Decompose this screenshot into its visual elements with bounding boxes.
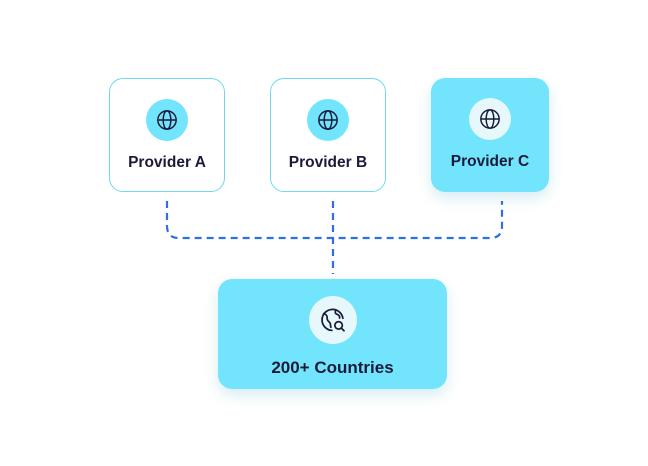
globe-icon bbox=[146, 99, 188, 141]
globe-icon bbox=[469, 98, 511, 140]
provider-c-card: Provider C bbox=[431, 78, 549, 192]
globe-icon bbox=[307, 99, 349, 141]
destination-label: 200+ Countries bbox=[271, 358, 394, 377]
destination-card: 200+ Countries bbox=[218, 279, 447, 389]
provider-a-label: Provider A bbox=[128, 154, 206, 171]
provider-b-label: Provider B bbox=[288, 154, 368, 171]
provider-c-label: Provider C bbox=[450, 153, 530, 170]
globe-search-icon bbox=[308, 296, 357, 344]
connector-path bbox=[165, 201, 504, 240]
provider-a-card: Provider A bbox=[109, 78, 225, 192]
provider-b-card: Provider B bbox=[270, 78, 386, 192]
